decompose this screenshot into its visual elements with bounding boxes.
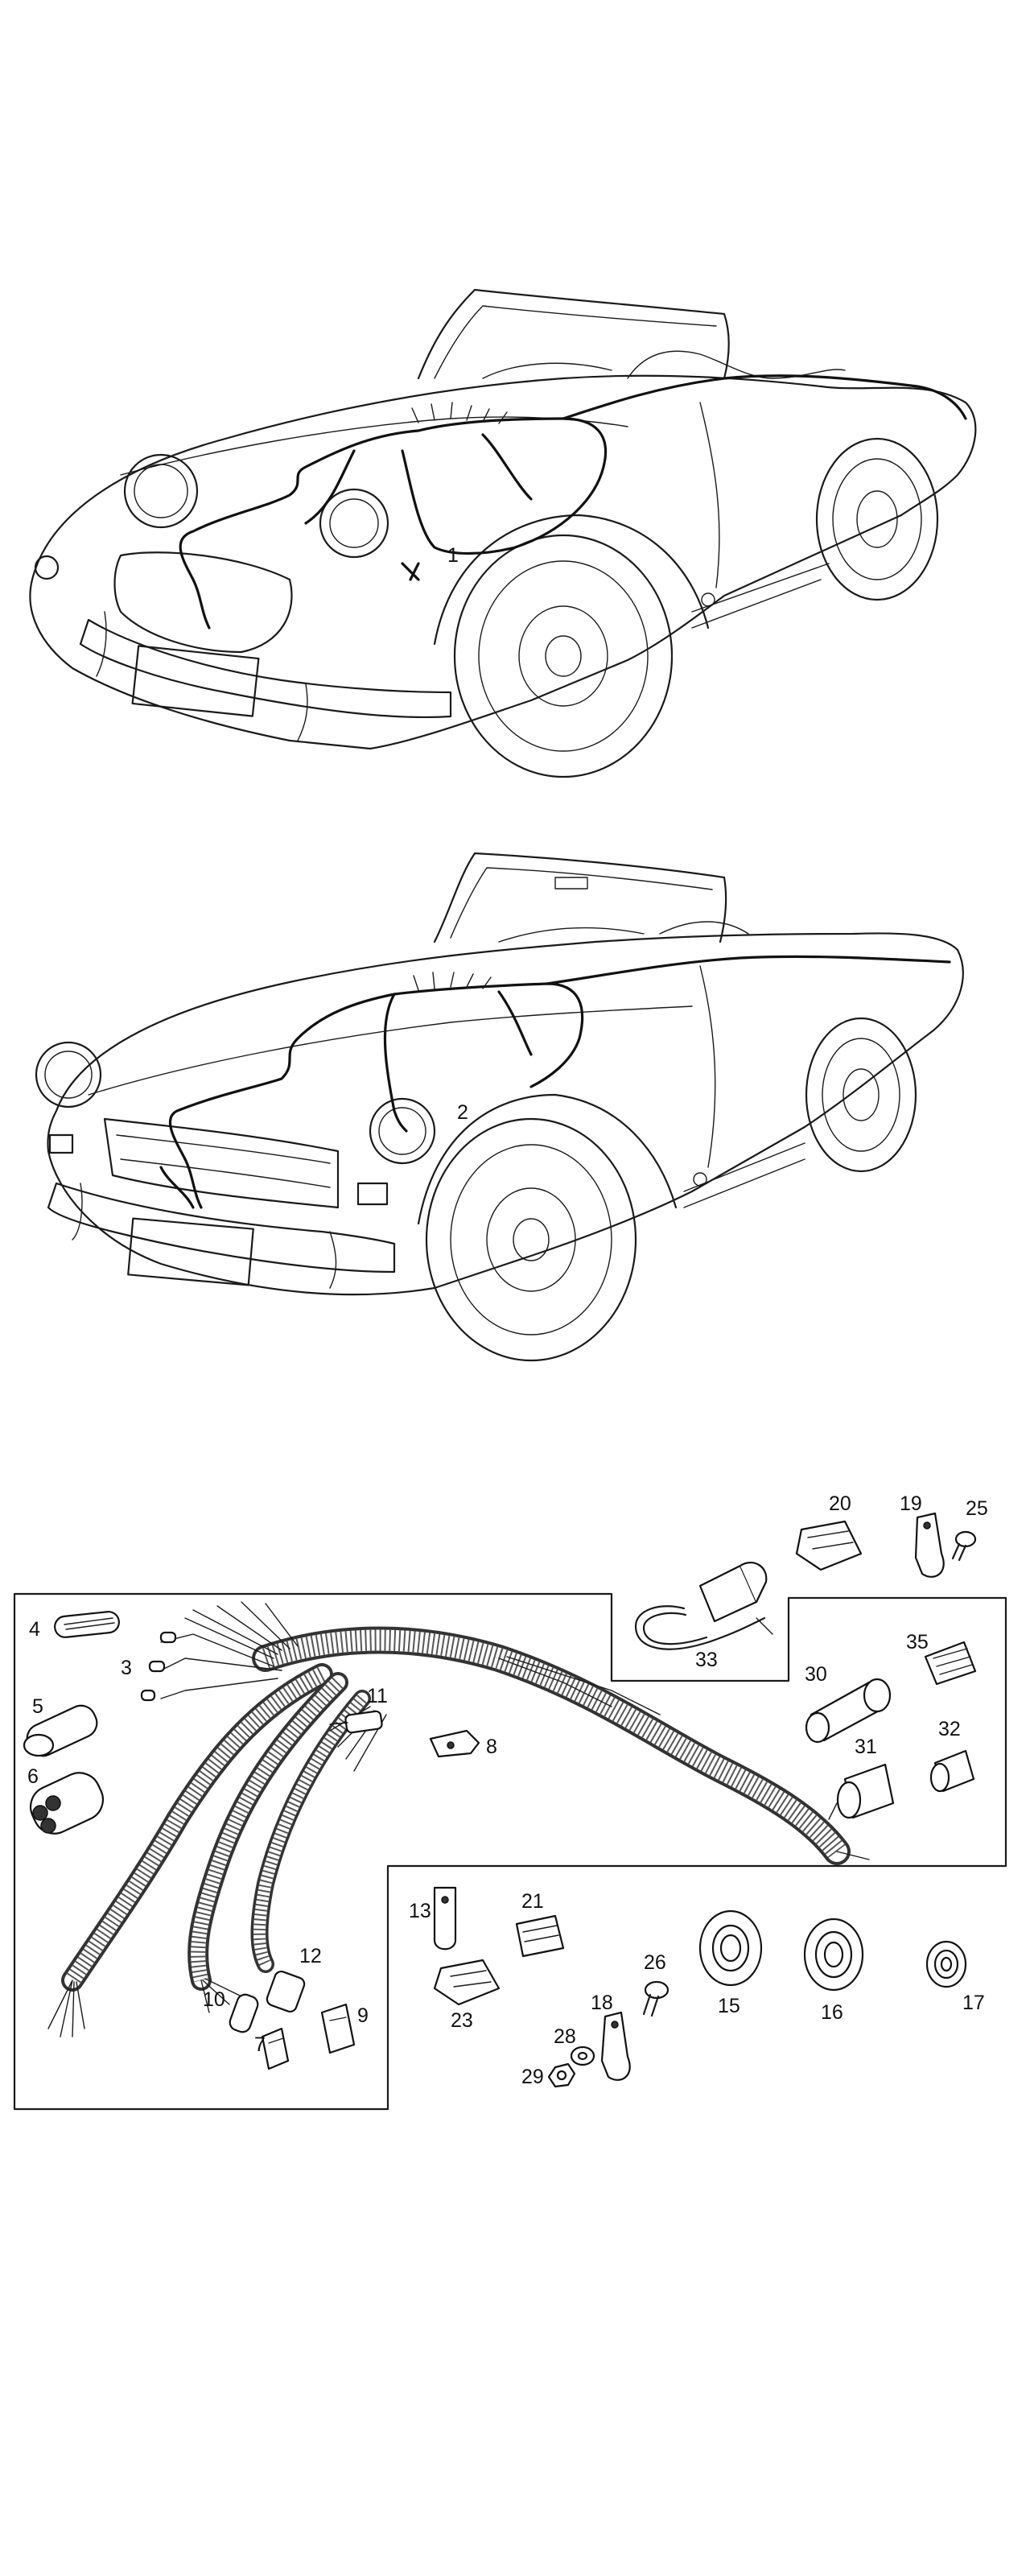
part-23-clip: 23 xyxy=(433,1959,501,2032)
part-8-terminal: 8 xyxy=(429,1729,497,1758)
part-28-washer: 28 xyxy=(554,2025,595,2066)
svg-text:5: 5 xyxy=(32,1695,43,1718)
part-25-screw: 25 xyxy=(951,1497,988,1562)
svg-text:6: 6 xyxy=(27,1765,39,1788)
part-9-terminal: 9 xyxy=(320,2003,369,2054)
part-15-grommet: 15 xyxy=(698,1909,763,2017)
svg-text:16: 16 xyxy=(821,2001,843,2024)
svg-text:29: 29 xyxy=(521,2066,544,2088)
svg-text:33: 33 xyxy=(695,1649,718,1671)
svg-text:35: 35 xyxy=(906,1631,929,1653)
svg-text:21: 21 xyxy=(521,1890,544,1913)
part-30-holder: 30 xyxy=(805,1663,892,1744)
svg-text:18: 18 xyxy=(591,1992,613,2014)
svg-text:20: 20 xyxy=(829,1492,851,1515)
part-12-connector: 12 xyxy=(266,1945,322,2013)
svg-text:3: 3 xyxy=(121,1657,132,1679)
parts-frame xyxy=(13,1592,1007,2111)
part-33-switch: 33 xyxy=(634,1561,773,1671)
part-20-clip: 20 xyxy=(795,1492,863,1571)
svg-text:15: 15 xyxy=(718,1995,740,2017)
part-6-triple-connector: 6 xyxy=(27,1765,105,1835)
part-7-terminal: 7 xyxy=(254,2027,290,2070)
part-26-screw: 26 xyxy=(642,1951,670,2017)
svg-text:9: 9 xyxy=(357,2004,369,2027)
part-35-holder: 35 xyxy=(906,1631,977,1686)
svg-text:4: 4 xyxy=(29,1618,40,1641)
svg-text:19: 19 xyxy=(900,1492,922,1515)
svg-text:17: 17 xyxy=(962,1992,985,2014)
part-16-grommet: 16 xyxy=(803,1918,864,2024)
part-13-clip: 13 xyxy=(409,1886,457,1951)
part-4-sleeve: 4 xyxy=(29,1611,120,1641)
svg-text:31: 31 xyxy=(855,1736,877,1758)
part-5-connector: 5 xyxy=(23,1695,98,1757)
part-19-clip: 19 xyxy=(900,1492,945,1578)
harness-loom xyxy=(47,1601,870,2037)
part-29-nut: 29 xyxy=(521,2062,576,2088)
part-17-grommet: 17 xyxy=(925,1940,985,2014)
svg-text:23: 23 xyxy=(451,2009,473,2032)
svg-text:30: 30 xyxy=(805,1663,827,1686)
parts-section: 4 3 5 6 11 xyxy=(13,1492,1007,2111)
part-21-clip: 21 xyxy=(515,1890,565,1958)
svg-text:32: 32 xyxy=(938,1718,961,1740)
svg-text:10: 10 xyxy=(203,1988,225,2011)
part-11-connector: 11 xyxy=(329,1685,388,1734)
part-3-connector: 3 xyxy=(121,1631,177,1702)
part-31-socket: 31 xyxy=(828,1736,895,1820)
svg-text:28: 28 xyxy=(554,2025,576,2048)
svg-text:12: 12 xyxy=(299,1945,322,1967)
svg-text:13: 13 xyxy=(409,1900,431,1922)
svg-text:8: 8 xyxy=(486,1736,497,1758)
part-10-sleeve: 10 xyxy=(203,1988,259,2033)
part-32-socket: 32 xyxy=(929,1718,975,1793)
car-2-illustration: 2 xyxy=(35,852,964,1362)
svg-text:11: 11 xyxy=(367,1685,388,1707)
part-18-clip: 18 xyxy=(591,1992,631,2081)
svg-text:7: 7 xyxy=(254,2033,266,2056)
car-1-illustration: 1 xyxy=(29,288,977,778)
car-1-label: 1 xyxy=(447,544,459,567)
svg-text:26: 26 xyxy=(644,1951,666,1974)
car-2-label: 2 xyxy=(457,1101,468,1124)
svg-text:25: 25 xyxy=(966,1497,988,1520)
